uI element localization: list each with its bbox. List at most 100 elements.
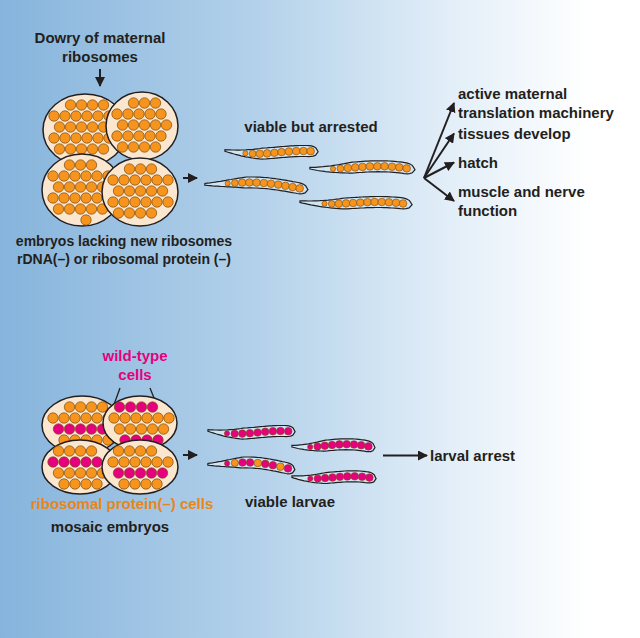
cell [128, 120, 138, 130]
cell [156, 109, 166, 119]
cell [284, 465, 292, 473]
cell [357, 199, 365, 207]
cell [284, 427, 292, 435]
cell [70, 479, 80, 489]
cell [358, 473, 366, 481]
arrow-connector [99, 69, 101, 86]
worm-group: viable but arrested [200, 138, 422, 218]
cell [246, 459, 254, 467]
outcome-label: tissues develop [458, 124, 630, 143]
node-text: muscle and nerve function [458, 182, 630, 220]
cell [156, 131, 166, 141]
cell [123, 131, 133, 141]
cell [225, 461, 230, 466]
cell [93, 133, 103, 143]
cell [87, 122, 97, 132]
cell [112, 131, 122, 141]
cell [141, 197, 151, 207]
cell [254, 429, 262, 437]
cell [134, 109, 144, 119]
worm-body [208, 426, 295, 440]
cell [146, 164, 156, 174]
cell [86, 182, 96, 192]
cell [76, 144, 86, 154]
cell [54, 144, 64, 154]
cell [150, 142, 160, 152]
node-text: embryos lacking new ribosomes rDNA(–) or… [4, 232, 244, 268]
cell [157, 468, 167, 478]
cell [59, 479, 69, 489]
cell [152, 197, 162, 207]
cell [146, 208, 156, 218]
cell [308, 444, 313, 449]
cell [328, 441, 336, 449]
cell [113, 446, 123, 456]
cell [70, 413, 80, 423]
cell [92, 413, 102, 423]
cell [314, 475, 321, 482]
cell [92, 479, 102, 489]
cell [152, 457, 162, 467]
cell [161, 120, 171, 130]
cell [239, 430, 247, 438]
cell [271, 149, 279, 157]
cell [243, 151, 248, 156]
cell [53, 204, 63, 214]
cell [224, 431, 229, 436]
cell [108, 457, 118, 467]
cell [285, 148, 293, 156]
cell [71, 111, 81, 121]
cell [131, 413, 141, 423]
cell [374, 163, 382, 171]
cell [81, 457, 91, 467]
cell [314, 443, 321, 450]
cell [75, 402, 85, 412]
cell [64, 402, 74, 412]
cell [150, 120, 160, 130]
embryo-outline [106, 92, 178, 160]
cell [147, 424, 157, 434]
cell-type-label: wild-type cells [85, 346, 185, 384]
cell [308, 476, 313, 481]
cell [86, 402, 96, 412]
cell [147, 402, 157, 412]
cell [59, 171, 69, 181]
cell [120, 413, 130, 423]
cell [64, 468, 74, 478]
worm-body [300, 197, 412, 209]
cell [92, 171, 102, 181]
cell [350, 441, 358, 449]
cell [86, 468, 96, 478]
cell [385, 199, 393, 207]
outcome-label: muscle and nerve function [458, 182, 630, 220]
cell [139, 120, 149, 130]
cell [135, 164, 145, 174]
outcome-label: larval arrest [430, 446, 550, 465]
cell [296, 185, 304, 193]
cell [53, 468, 63, 478]
arrow-connector [183, 177, 197, 179]
cell [81, 193, 91, 203]
cell [98, 144, 108, 154]
cell [231, 180, 238, 187]
cell [381, 163, 389, 171]
cell [48, 457, 58, 467]
worm-body [292, 439, 375, 452]
cell [351, 473, 359, 481]
larva-group: viable larvae [200, 420, 380, 490]
cell [263, 150, 271, 158]
mosaic-embryo-cluster: mosaic embryos [40, 395, 180, 495]
note-label: Dowry of maternal ribosomes [25, 28, 175, 66]
cell [54, 122, 64, 132]
cell [307, 147, 315, 155]
cell [87, 100, 97, 110]
cell [163, 175, 173, 185]
cell [141, 175, 151, 185]
cell [87, 144, 97, 154]
cell [130, 197, 140, 207]
cell [119, 197, 129, 207]
cell [59, 193, 69, 203]
cell [81, 171, 91, 181]
node-text: Dowry of maternal ribosomes [25, 28, 175, 66]
outcome-label: active maternal translation machinery [458, 84, 630, 122]
